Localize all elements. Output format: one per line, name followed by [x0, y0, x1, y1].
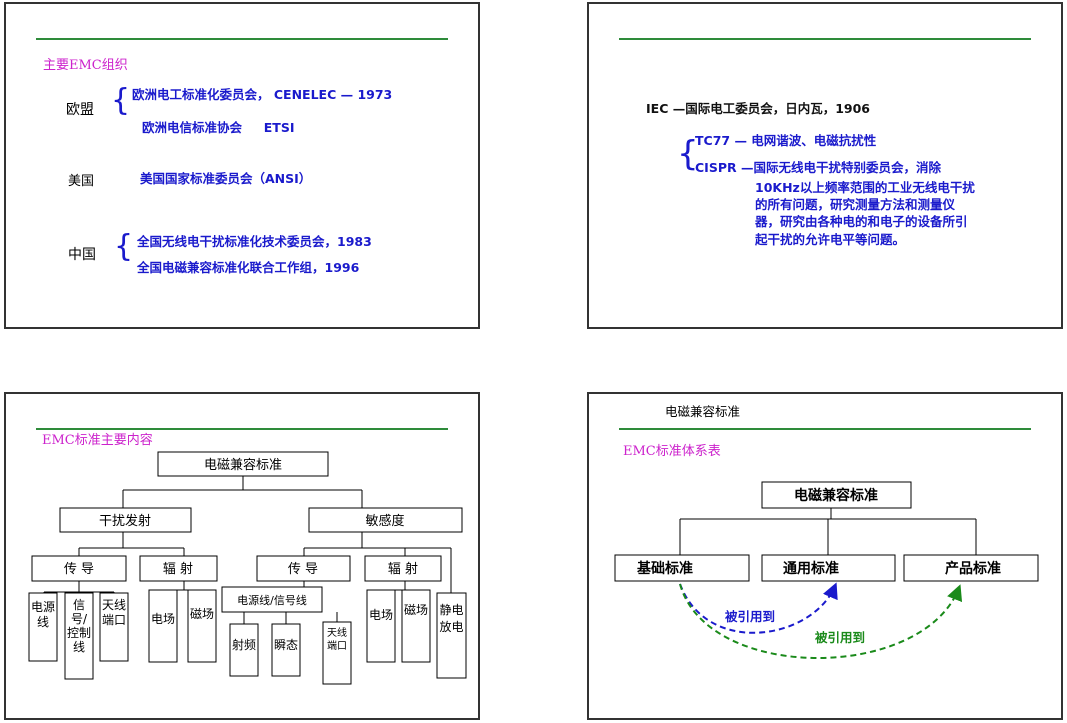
label-emc-standard: 电磁兼容标准: [204, 457, 282, 473]
node-efield-b: [366, 589, 396, 663]
vlabel-efield-a: 电场: [150, 612, 175, 626]
cispr-desc-4: 起干扰的允许电平等问题。: [755, 232, 906, 247]
node-transient: [271, 623, 301, 677]
label-susceptibility: 敏感度: [365, 513, 404, 529]
vlabel-rf: 射频: [231, 638, 256, 652]
node-power-line: [28, 592, 58, 662]
label-conduct-b: 传 导: [288, 562, 318, 577]
vlabel-antenna-b: 天线端口: [327, 628, 347, 652]
vlabel-antenna-a: 天线端口: [101, 598, 126, 627]
cispr-line: CISPR —国际无线电干扰特别委员会，消除: [695, 160, 941, 175]
node-emission: [59, 507, 192, 533]
arrow-basic-to-general: [679, 582, 838, 634]
vlabel-mfield-a: 磁场: [189, 607, 214, 621]
node-product: [903, 554, 1039, 582]
node-emc-standard: [157, 451, 329, 477]
node-radiate-a: [139, 555, 218, 582]
vlabel-transient: 瞬态: [273, 638, 298, 652]
node-signal-line: [64, 592, 94, 680]
slide-top-title: 电磁兼容标准: [665, 404, 741, 419]
node-conduct-b: [256, 555, 351, 582]
eu-org-1: 欧洲电工标准化委员会， CENELEC — 1973: [132, 87, 393, 102]
arrow-basic-to-product: [679, 583, 963, 659]
node-basic: [614, 554, 750, 582]
node-mfield-b: [401, 589, 431, 663]
node-rf: [229, 623, 259, 677]
label-general: 通用标准: [783, 560, 839, 577]
node-conduct-a: [31, 555, 127, 582]
cispr-desc-3: 器，研究由各种电的和电子的设备所引: [755, 214, 968, 229]
cispr-desc-2: 的所有问题，研究测量方法和测量仪: [755, 197, 956, 212]
brace-iec: {: [677, 134, 699, 174]
title-rule: [36, 428, 448, 430]
emc-system-diagram: 电磁兼容标准 基础标准 通用标准 产品标准 被引用到 被引用到: [614, 481, 1039, 659]
node-general: [761, 554, 896, 582]
node-efield-a: [148, 589, 178, 663]
node-esd: [436, 592, 467, 679]
cn-org-2: 全国电磁兼容标准化联合工作组，1996: [137, 260, 360, 275]
vlabel-signal-line: 信号/控制线: [66, 598, 91, 654]
label-conduct-a: 传 导: [64, 562, 94, 577]
slide-heading: EMC标准主要内容: [42, 433, 153, 448]
node-susceptibility: [308, 507, 463, 533]
slide-heading: EMC标准体系表: [623, 444, 721, 459]
eu-label: 欧盟: [66, 102, 94, 118]
label-ref-2: 被引用到: [815, 630, 865, 645]
slide-1: 主要EMC组织 欧盟 { 欧洲电工标准化委员会， CENELEC — 1973 …: [4, 2, 480, 329]
cn-org-1: 全国无线电干扰标准化技术委员会，1983: [137, 234, 372, 249]
iec-line: IEC —国际电工委员会，日内瓦，1906: [646, 101, 871, 116]
node-power-signal: [221, 586, 323, 613]
vlabel-esd: 静电放电: [439, 603, 464, 634]
vlabel-mfield-b: 磁场: [403, 603, 428, 617]
vlabel-efield-b: 电场: [368, 608, 393, 622]
tc77-line: TC77 — 电网谐波、电磁抗扰性: [695, 133, 877, 148]
node-emc-root: [761, 481, 912, 509]
node-antenna-b: [322, 621, 352, 685]
us-label: 美国: [68, 174, 95, 189]
brace-eu: {: [111, 83, 131, 118]
label-emc-root: 电磁兼容标准: [794, 487, 878, 504]
us-org: 美国国家标准委员会（ANSI）: [140, 171, 312, 186]
slide-heading: 主要EMC组织: [43, 58, 128, 73]
label-emission: 干扰发射: [99, 513, 151, 529]
label-radiate-b: 辐 射: [388, 561, 418, 577]
node-mfield-a: [187, 589, 217, 663]
title-rule: [619, 38, 1031, 40]
label-basic: 基础标准: [637, 560, 693, 577]
eu-org-2: 欧洲电信标准协会 ETSI: [142, 120, 295, 135]
title-rule: [619, 428, 1031, 430]
label-radiate-a: 辐 射: [163, 561, 193, 577]
vlabel-power-line: 电源线: [30, 600, 55, 629]
title-rule: [36, 38, 448, 40]
cn-label: 中国: [68, 247, 96, 263]
label-product: 产品标准: [945, 560, 1001, 577]
slide-4: 电磁兼容标准 EMC标准体系表 电磁兼容标准 基础: [587, 392, 1063, 720]
slide-3: EMC标准主要内容: [4, 392, 480, 720]
slide-2: IEC —国际电工委员会，日内瓦，1906 { TC77 — 电网谐波、电磁抗扰…: [587, 2, 1063, 329]
cispr-desc-1: 10KHz以上频率范围的工业无线电干扰: [755, 180, 975, 195]
node-antenna-a: [99, 592, 129, 662]
label-power-signal: 电源线/信号线: [237, 593, 307, 607]
brace-cn: {: [114, 229, 134, 264]
node-radiate-b: [364, 555, 442, 582]
emc-tree-diagram: 电磁兼容标准 干扰发射 敏感度 传 导 辐 射 传 导 辐 射 电源线/信号线: [28, 451, 467, 685]
label-ref-1: 被引用到: [725, 609, 775, 624]
